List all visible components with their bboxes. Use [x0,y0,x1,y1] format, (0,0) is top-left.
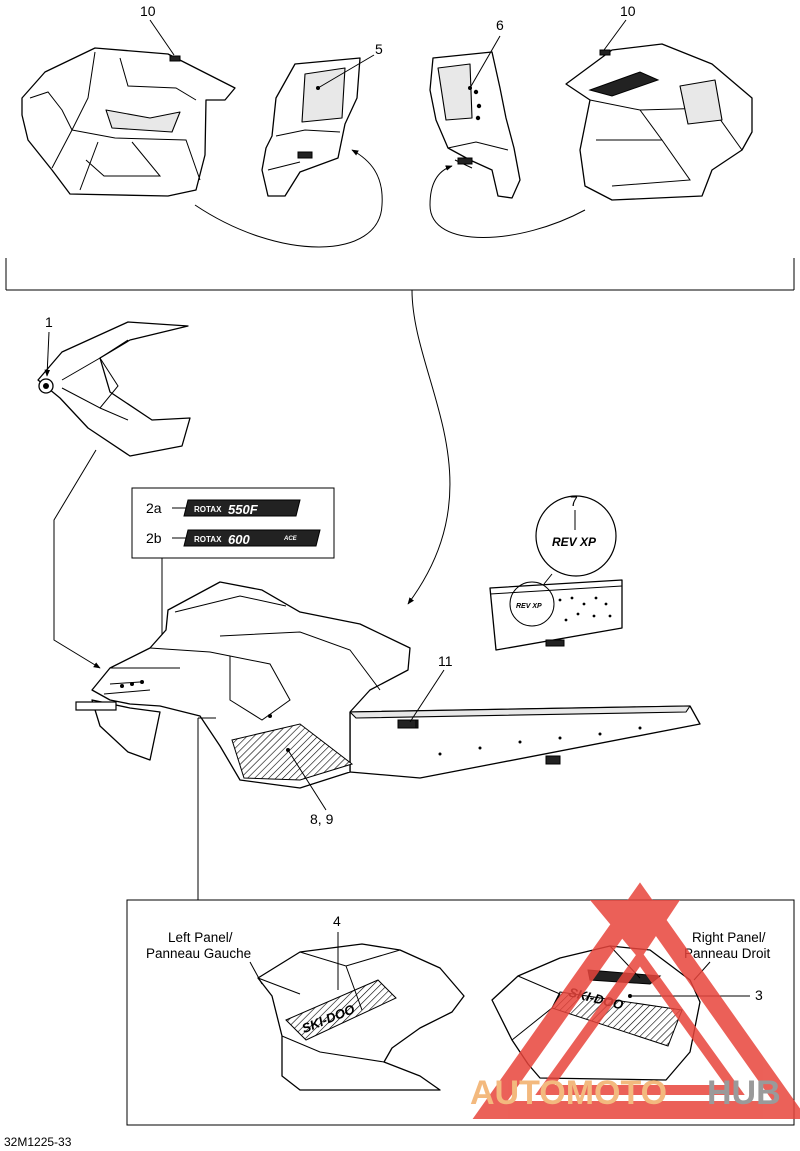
left-panel-label-line2: Panneau Gauche [146,946,251,961]
leader-5-dot [316,86,320,90]
leader-1 [44,331,51,377]
decal-2b-brand: ROTAX [194,535,222,544]
callout-7: 7 [570,493,578,509]
left-panel-4 [257,943,465,1091]
top-center-right-panel-6 [429,51,521,199]
watermark-text-part2: HUB [707,1074,781,1112]
leader-8-9-dot [286,748,290,752]
decal-7-logo-small: REV XP [516,603,542,610]
top-left-panel-10 [21,47,236,197]
decal-2a-brand: ROTAX [194,505,222,514]
decal-2a-model: 550F [228,502,259,517]
hood-arrow [53,449,101,669]
right-panel-label-line2: Panneau Droit [684,946,771,961]
top-bracket [5,258,795,291]
top-center-left-panel-5 [261,57,361,197]
hood-nose-part-1 [37,321,191,457]
flow-arrow-left [194,149,383,248]
callout-3: 3 [755,987,763,1003]
callout-11: 11 [438,653,453,669]
leader-3-dot [628,994,632,998]
leader-6 [469,35,501,89]
callout-6: 6 [496,17,504,33]
watermark-text-part1: AUTOMOTO [470,1074,667,1112]
callout-5: 5 [375,41,383,57]
bracket-arrow [407,289,451,605]
watermark-logo [472,882,800,1119]
callout-10-left: 10 [140,3,156,19]
left-panel-label-line1: Left Panel/ [168,930,233,945]
leader-11 [409,669,445,723]
flow-arrow-right [429,165,586,238]
leader-left-panel [249,961,263,985]
callout-1: 1 [45,314,53,330]
right-panel-label-line1: Right Panel/ [692,930,766,945]
top-right-panel-10 [565,43,753,201]
decal-7-logo: REV XP [552,535,597,549]
leader-6-dot [468,86,472,90]
leader-8-9 [287,749,327,811]
callout-2b: 2b [146,530,162,546]
rotax-decal-box [131,487,335,559]
callout-4: 4 [333,913,341,929]
main-sled-body [75,581,701,789]
marker-dot-body [268,714,272,718]
leader-5 [317,54,375,89]
decal-2b-model: 600 [228,532,250,547]
figure-code: 32M1225-33 [4,1135,72,1149]
leader-10-left [149,19,175,56]
callout-2a: 2a [146,500,162,516]
callout-8-9: 8, 9 [310,811,334,827]
callout-10-right: 10 [620,3,636,19]
revxp-detail [489,495,623,651]
leader-10-right [603,19,627,51]
decal-2b-suffix: ACE [283,536,298,542]
